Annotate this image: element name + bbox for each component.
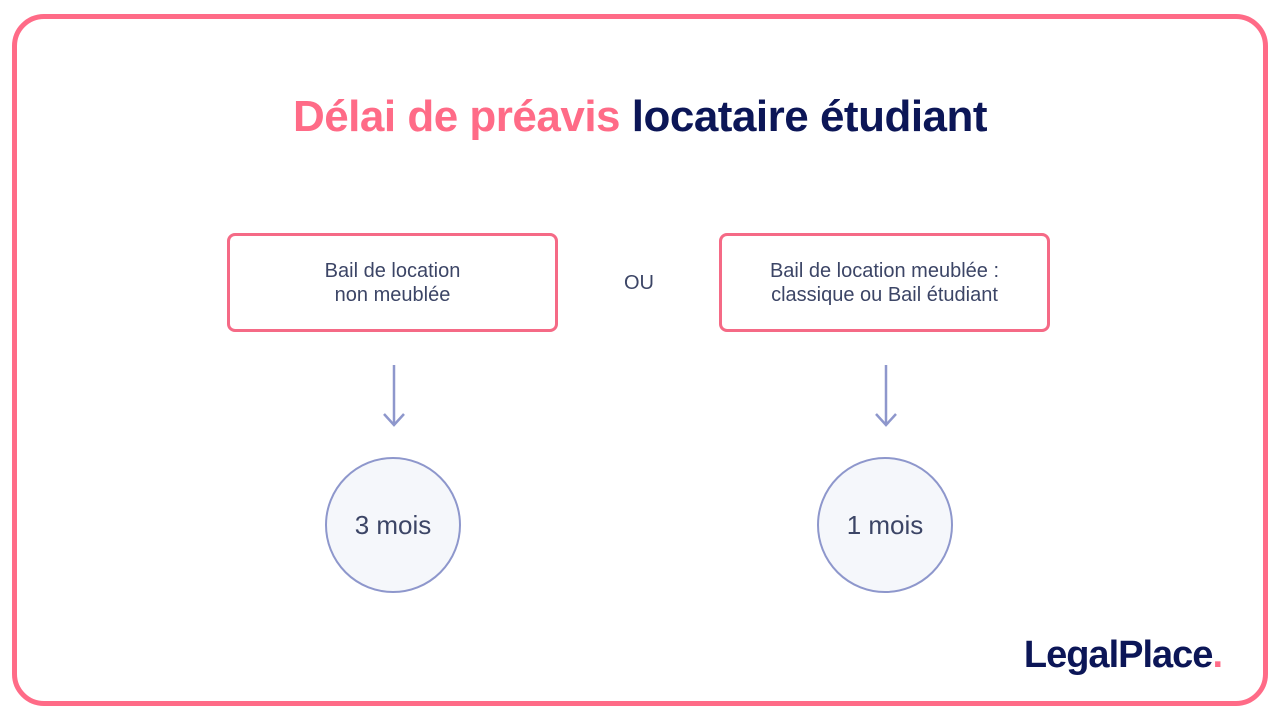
title-main: locataire étudiant [631, 92, 988, 141]
option-box-unfurnished: Bail de location non meublée [227, 233, 558, 332]
logo-dot: . [1212, 634, 1223, 676]
option-label-line1: Bail de location [324, 259, 461, 282]
outer-frame [12, 14, 1268, 706]
arrow-down-icon [875, 365, 897, 427]
arrow-down-icon [383, 365, 405, 427]
option-box-furnished: Bail de location meublée : classique ou … [719, 233, 1050, 332]
logo-text: LegalPlace [1023, 634, 1214, 676]
result-value: 3 mois [354, 509, 432, 540]
or-separator: OU [624, 272, 654, 294]
title-accent: Délai de préavis [292, 92, 621, 141]
option-label-line2: non meublée [334, 283, 451, 306]
result-value: 1 mois [846, 509, 924, 540]
legalplace-logo: LegalPlace. [1023, 634, 1223, 677]
result-circle-1-month: 1 mois [817, 457, 953, 593]
option-label-line2: classique ou Bail étudiant [771, 283, 998, 306]
option-label-line1: Bail de location meublée : [769, 259, 1000, 282]
page-title: Délai de préavis locataire étudiant [0, 92, 1280, 142]
result-circle-3-months: 3 mois [325, 457, 461, 593]
